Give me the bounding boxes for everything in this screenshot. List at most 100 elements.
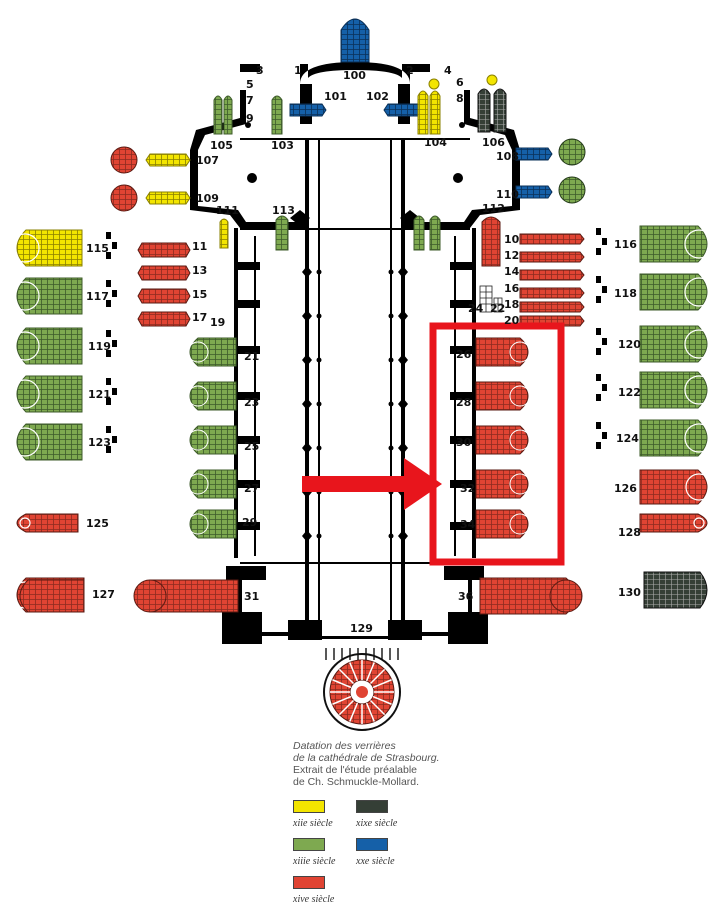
large-window [16,513,79,533]
nave-pier-small [316,401,322,407]
aisle-window-right [475,469,531,499]
window-number-32: 32 [460,482,475,495]
lateral-windows-left [137,242,191,327]
window-number-24: 24 [468,302,484,315]
buttress [238,436,260,444]
aisle-window-left [187,381,237,411]
window-22-24-grid [479,285,503,313]
window-104-glass [417,78,441,135]
window-number-104: 104 [424,136,447,149]
window-number-129: 129 [350,622,373,635]
window-number-34: 34 [460,518,476,531]
window-number-125: 125 [86,517,109,530]
aisle-windows [187,337,531,539]
window-number-14: 14 [504,265,520,278]
window-109-glass [145,191,191,205]
nave-pier [302,530,312,542]
window-number-28: 28 [456,396,471,409]
window-number-36: 36 [458,590,474,603]
tracery-mark [112,388,117,395]
buttress [450,480,472,488]
window-number-23: 23 [244,396,259,409]
legend-line-4: de Ch. Schmuckle-Mollard. [293,776,420,788]
nave-pier-small [388,313,394,319]
tracery-mark [112,242,117,249]
window-111-glass [219,218,229,249]
large-window [639,513,708,533]
nave-pier-small [316,313,322,319]
tracery-mark [602,238,607,245]
legend-swatch-c19 [356,800,388,813]
aisle-window-right [475,381,531,411]
aisle-window-left [187,509,237,539]
tracery-mark [106,232,111,239]
window-number-8: 8 [456,92,464,105]
window-113-glass [275,215,289,251]
aisle-window-left [187,425,237,455]
nave-pier-small [316,269,322,275]
buttress [450,436,472,444]
highlight-arrow [302,458,442,510]
window-number-1: 1 [294,64,302,77]
nave-pier [302,354,312,366]
legend-label-c13: xiiie siècle [293,856,336,867]
large-window [10,423,83,461]
large-window [10,375,83,413]
window-number-4: 4 [444,64,452,77]
window-number-29: 29 [242,516,257,529]
legend-swatch-c12 [293,800,325,813]
nave-pier [398,354,408,366]
legend-label-c12: xiie siècle [293,818,333,829]
tracery-mark [596,394,601,401]
window-number-100: 100 [343,69,366,82]
buttress [238,392,260,400]
aisle-window-left [187,337,237,367]
rose-window-base-lines [325,648,399,660]
window-number-21: 21 [244,350,259,363]
buttress [238,522,260,530]
large-window [639,325,714,363]
nave-pier [302,310,312,322]
window-number-3: 3 [256,64,264,77]
tracery-mark [596,248,601,255]
lateral-window [137,242,191,258]
west-rose-window [323,648,401,731]
window-116-small-glass [413,215,441,251]
window-127-glass [19,579,85,613]
window-number-10: 10 [504,233,520,246]
window-number-13: 13 [192,264,207,277]
tracery-mark [602,338,607,345]
tracery-mark [596,348,601,355]
window-number-122: 122 [618,386,641,399]
large-window [639,371,714,409]
rose-right-top [558,138,586,166]
window-number-7: 7 [246,94,254,107]
legend: Datation des verrières de la cathédrale … [293,740,440,788]
window-number-15: 15 [192,288,207,301]
tracery-mark [112,340,117,347]
window-31-rose [133,579,167,613]
window-number-110: 110 [496,188,519,201]
window-number-30: 30 [456,436,472,449]
tracery-mark [106,378,111,385]
aisle-window-left [187,469,237,499]
window-number-20: 20 [504,314,520,327]
window-number-22: 22 [490,302,505,315]
legend-label-c14: xive siècle [293,894,335,905]
window-103-glass [271,95,283,135]
legend-line-2: de la cathédrale de Strasbourg. [293,752,440,764]
aisle-window-right [475,425,531,455]
window-number-123: 123 [88,436,111,449]
window-number-118: 118 [614,287,637,300]
large-window [10,229,83,267]
tracery-mark [596,328,601,335]
nave-pier [398,530,408,542]
window-number-106: 106 [482,136,505,149]
window-number-18: 18 [504,298,519,311]
window-number-31: 31 [244,590,259,603]
tracery-mark [596,296,601,303]
nave-pier-small [388,445,394,451]
rose-left-bottom [110,184,138,212]
nave-pier-small [316,533,322,539]
tracery-mark [112,290,117,297]
